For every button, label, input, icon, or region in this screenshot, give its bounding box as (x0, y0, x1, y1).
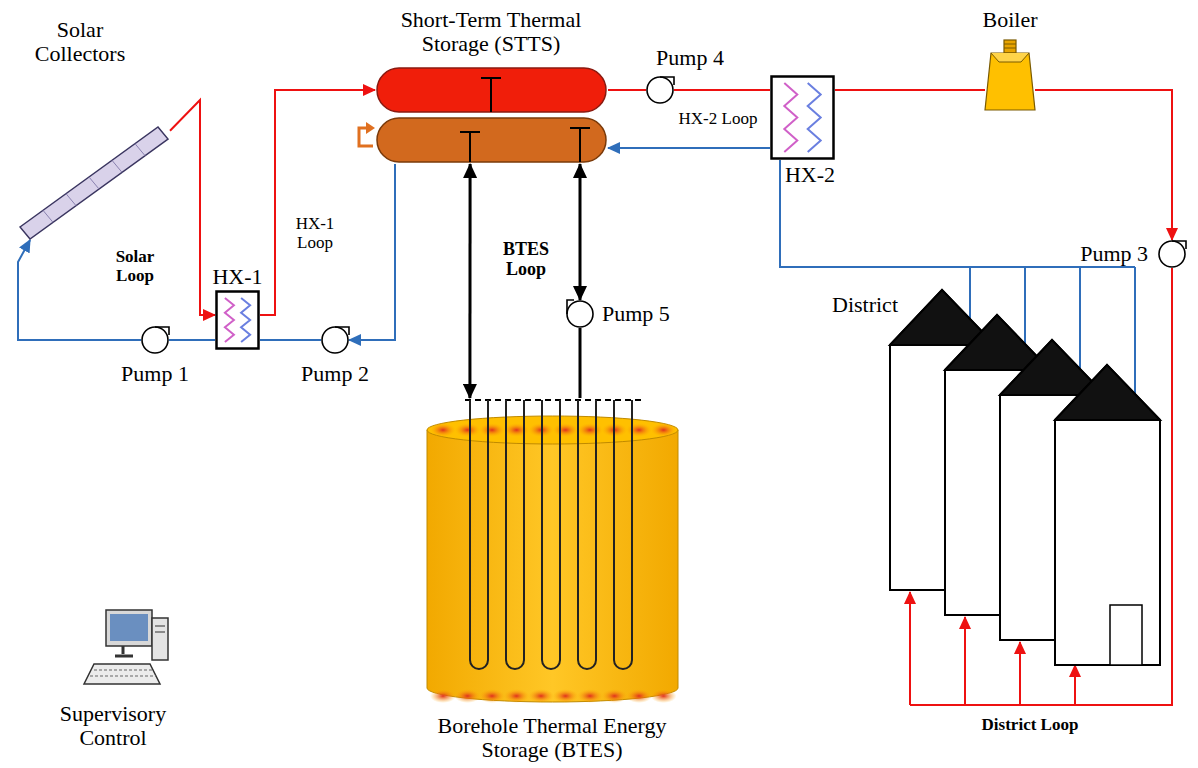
charge-pipe (579, 328, 582, 398)
heat-exchanger: HX-2 (770, 75, 835, 160)
district-houses-drawing (832, 285, 1160, 665)
pump-symbol-drawing (646, 76, 674, 104)
charge-pipe (579, 164, 582, 300)
pump-symbol: Pump 1 (141, 326, 169, 354)
component-label: Borehole Thermal Energy Storage (BTES) (427, 714, 677, 762)
fluid-pipe (260, 339, 321, 341)
pump-symbol-drawing (1158, 240, 1186, 268)
boiler: Boiler (985, 40, 1035, 110)
charge-pipe (468, 164, 471, 398)
component-label: Pump 5 (602, 302, 682, 326)
solar-collector-drawing (20, 125, 170, 240)
component-label: Solar Collectors (20, 18, 140, 66)
pump-symbol-drawing (321, 326, 349, 354)
fluid-pipe (170, 100, 215, 315)
loop-label: Solar Loop (105, 248, 165, 285)
fluid-pipe (835, 89, 985, 91)
solar-collector: Solar Collectors (20, 125, 170, 240)
component-label: Pump 3 (1058, 242, 1148, 266)
loop-label: District Loop (960, 716, 1100, 735)
storage-tank: Short-Term Thermal Storage (STTS) (375, 66, 608, 164)
borehole-storage: Borehole Thermal Energy Storage (BTES) (425, 398, 680, 712)
component-label: Pump 2 (285, 362, 385, 386)
component-label: District (832, 293, 922, 317)
fluid-pipe (608, 147, 770, 149)
district-houses: District (832, 285, 1160, 665)
fluid-pipe (349, 164, 395, 340)
fluid-pipe (1035, 90, 1172, 240)
pump-symbol-drawing (141, 326, 169, 354)
pump-symbol: Pump 3 (1158, 240, 1186, 268)
component-label: HX-1 (195, 265, 280, 289)
component-label: Short-Term Thermal Storage (STTS) (391, 8, 591, 56)
component-label: Pump 4 (650, 46, 730, 70)
storage-tank-drawing (375, 66, 608, 164)
computer-icon (84, 610, 168, 684)
pump-symbol: Pump 4 (646, 76, 674, 104)
heat-exchanger-drawing (770, 75, 835, 160)
pump-symbol-drawing (566, 300, 594, 328)
boiler-drawing (985, 40, 1035, 110)
heat-exchanger-drawing (215, 290, 260, 350)
component-label: Pump 1 (105, 362, 205, 386)
component-label: Boiler (965, 8, 1055, 32)
pump-symbol: Pump 5 (566, 300, 594, 328)
loop-label: HX-2 Loop (672, 110, 764, 129)
loop-label: Supervisory Control (48, 702, 178, 750)
heat-exchanger: HX-1 (215, 290, 260, 350)
fluid-pipe (260, 90, 375, 315)
component-label: HX-2 (775, 163, 845, 187)
loop-label: HX-1 Loop (285, 215, 345, 252)
borehole-storage-drawing (425, 398, 680, 712)
fluid-pipe (608, 89, 646, 91)
fluid-pipe (169, 339, 215, 341)
fluid-pipe (674, 89, 770, 91)
loop-label: BTES Loop (495, 240, 557, 280)
pump-symbol: Pump 2 (321, 326, 349, 354)
